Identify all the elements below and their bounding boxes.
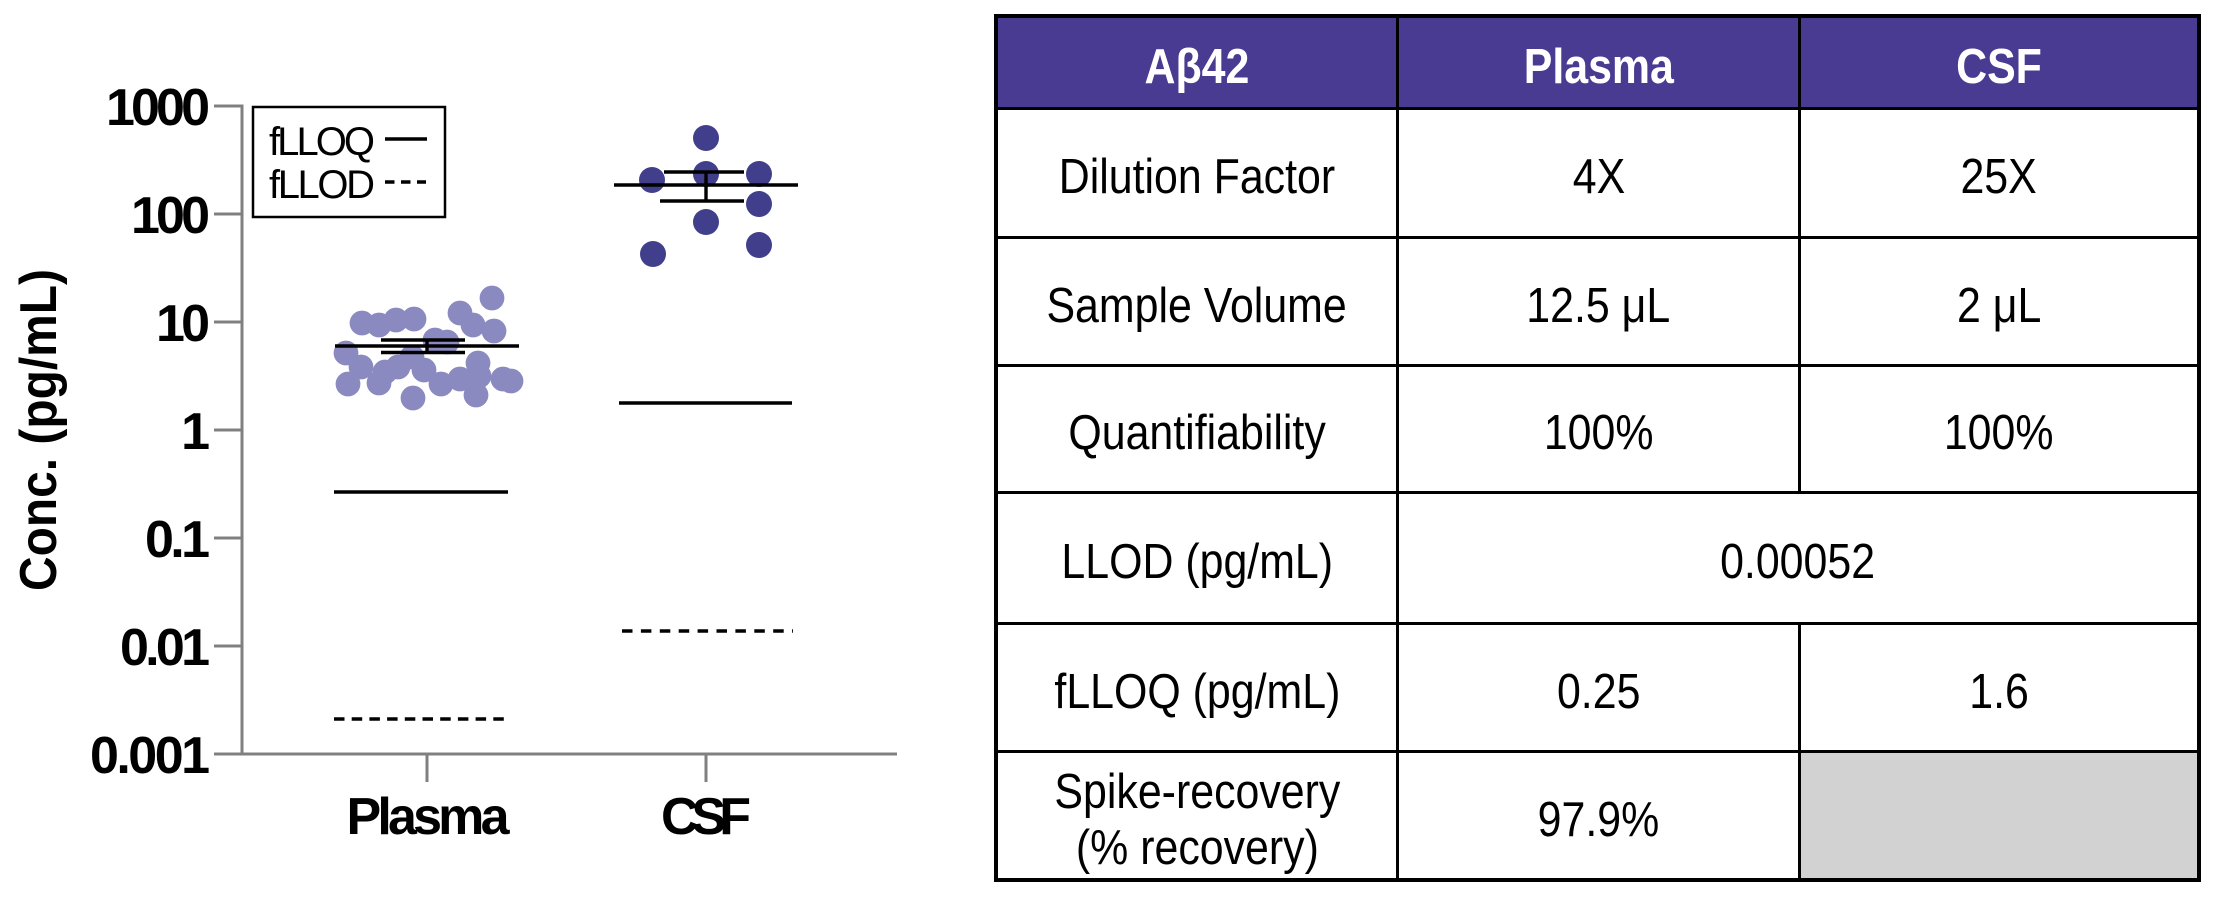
svg-text:Plasma: Plasma (347, 788, 511, 846)
svg-text:1000: 1000 (106, 79, 210, 137)
svg-text:CSF: CSF (661, 788, 751, 846)
svg-text:Conc. (pg/mL): Conc. (pg/mL) (10, 269, 68, 591)
svg-text:fLLOQ: fLLOQ (269, 120, 375, 164)
svg-text:fLLOD: fLLOD (269, 163, 375, 207)
svg-text:10: 10 (156, 295, 210, 353)
svg-text:100: 100 (131, 187, 210, 245)
svg-text:0.001: 0.001 (90, 727, 210, 785)
svg-text:1: 1 (181, 403, 210, 461)
svg-text:0.1: 0.1 (145, 511, 210, 569)
svg-text:0.01: 0.01 (120, 619, 210, 677)
